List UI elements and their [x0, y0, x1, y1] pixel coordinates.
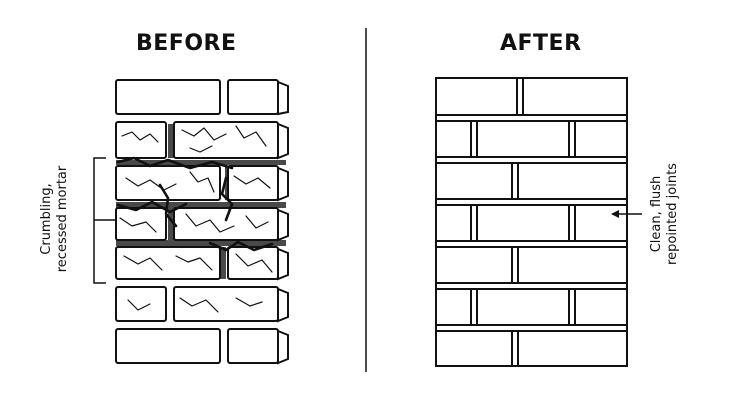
crack-lines [119, 125, 273, 313]
brick [227, 79, 279, 115]
after-wall-frame [435, 77, 628, 367]
brick [227, 328, 279, 364]
before-title: BEFORE [136, 31, 237, 56]
after-wall [435, 77, 628, 367]
brick [227, 246, 279, 280]
after-title: AFTER [500, 31, 582, 56]
brick [115, 328, 221, 364]
brick [115, 165, 221, 201]
mortar-bracket [93, 157, 116, 284]
brick [115, 79, 221, 115]
heavy-crack-lines [116, 156, 274, 252]
brick [115, 286, 167, 322]
before-wall [115, 79, 289, 365]
before-bricks [115, 79, 289, 365]
brick [115, 246, 221, 280]
brick [173, 207, 279, 241]
brick [227, 165, 279, 201]
